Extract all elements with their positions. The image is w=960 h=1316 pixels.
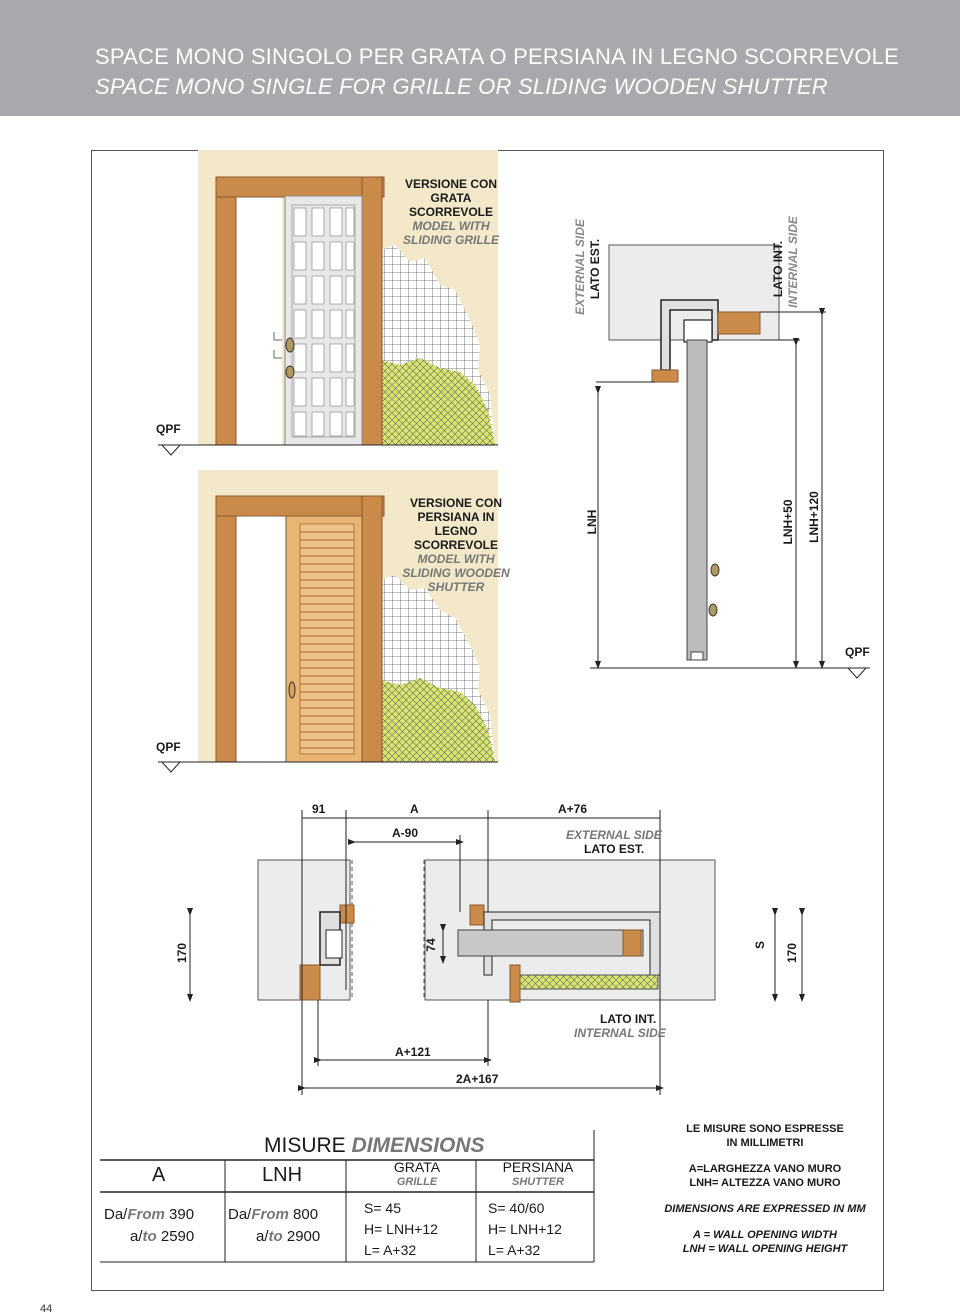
dim-91: 91 — [312, 802, 326, 816]
dim-a-121: A+121 — [395, 1045, 431, 1059]
grata-l: L= A+32 — [364, 1242, 417, 1258]
col-header-grata-en: GRILLE — [396, 1176, 438, 1188]
dim-lnh-50: LNH+50 — [781, 499, 795, 545]
lnh-from-en: From — [251, 1206, 289, 1223]
notes-block: LE MISURE SONO ESPRESSE IN MILLIMETRI A=… — [650, 1122, 880, 1256]
lnh-from-label: Da/ — [228, 1206, 252, 1223]
shutter-model-en3: SHUTTER — [427, 580, 485, 594]
dim-a: A — [410, 802, 419, 816]
section-internal-side: INTERNAL SIDE — [786, 216, 800, 308]
shutter-model-label: VERSIONE CON PERSIANA IN LEGNO SCORREVOL… — [396, 496, 516, 594]
dimension-table-grid — [100, 1130, 595, 1263]
col-header-grata: GRATA GRILLE — [352, 1160, 482, 1190]
dimensions-table: MISURE DIMENSIONS A LNH GRATA GRILLE PER… — [100, 1130, 594, 1262]
note-it4: LNH= ALTEZZA VANO MURO — [689, 1177, 841, 1189]
a-to: a/to 2590 — [130, 1228, 194, 1245]
page-header: SPACE MONO SINGOLO PER GRATA O PERSIANA … — [0, 0, 960, 116]
grille-model-line1: VERSIONE CON — [404, 177, 497, 191]
note-en1: DIMENSIONS ARE EXPRESSED IN MM — [664, 1203, 866, 1215]
col-header-grata-it: GRATA — [393, 1159, 441, 1175]
dim-a-90: A-90 — [392, 826, 419, 840]
grille-model-label: VERSIONE CON GRATA SCORREVOLE MODEL WITH… — [396, 177, 506, 247]
plan-internal-side: INTERNAL SIDE — [574, 1026, 666, 1040]
lnh-to: a/to 2900 — [256, 1228, 320, 1245]
dim-74: 74 — [424, 938, 438, 952]
note-it2: IN MILLIMETRI — [726, 1137, 804, 1149]
dim-170-right: 170 — [785, 942, 799, 964]
a-from: Da/From 390 — [104, 1206, 194, 1223]
table-title-misure: MISURE — [264, 1134, 346, 1157]
lnh-to-label: a/ — [256, 1228, 269, 1245]
qpf-label-2: QPF — [156, 740, 181, 754]
section-lato-est: LATO EST. — [588, 238, 602, 300]
persiana-values: S= 40/60 H= LNH+12 L= A+32 — [488, 1198, 562, 1261]
lnh-to-en: to — [268, 1228, 283, 1245]
a-to-value: 2590 — [160, 1228, 195, 1245]
grata-values: S= 45 H= LNH+12 L= A+32 — [364, 1198, 438, 1261]
plan-external-side: EXTERNAL SIDE — [566, 828, 662, 842]
grata-h: H= LNH+12 — [364, 1221, 438, 1237]
notes-definitions-en: A = WALL OPENING WIDTH LNH = WALL OPENIN… — [650, 1228, 880, 1256]
dim-a-76: A+76 — [558, 802, 588, 816]
a-to-label: a/ — [130, 1228, 143, 1245]
plan-view — [187, 810, 805, 1095]
note-it3: A=LARGHEZZA VANO MURO — [688, 1163, 842, 1175]
shutter-model-en2: SLIDING WOODEN — [402, 566, 510, 580]
notes-units: LE MISURE SONO ESPRESSE IN MILLIMETRI — [650, 1122, 880, 1150]
col-header-persiana: PERSIANA SHUTTER — [478, 1160, 598, 1190]
grille-model-en2: SLIDING GRILLE — [403, 233, 499, 247]
qpf-label-3: QPF — [845, 645, 870, 659]
a-from-en: From — [127, 1206, 165, 1223]
page-number: 44 — [40, 1303, 53, 1315]
note-en2: A = WALL OPENING WIDTH — [693, 1229, 837, 1241]
grata-s: S= 45 — [364, 1200, 401, 1216]
section-lato-int: LATO INT. — [771, 240, 785, 298]
grille-model-line2: GRATA — [430, 191, 472, 205]
lnh-to-value: 2900 — [286, 1228, 321, 1245]
shutter-model-en1: MODEL WITH — [417, 552, 495, 566]
persiana-l: L= A+32 — [488, 1242, 541, 1258]
lnh-from-value: 800 — [293, 1206, 319, 1223]
persiana-h: H= LNH+12 — [488, 1221, 562, 1237]
shutter-model-line3: LEGNO — [434, 524, 478, 538]
a-to-en: to — [142, 1228, 157, 1245]
lnh-from: Da/From 800 — [228, 1206, 318, 1223]
plan-lato-est: LATO EST. — [584, 842, 645, 856]
title-english: SPACE MONO SINGLE FOR GRILLE OR SLIDING … — [95, 74, 828, 99]
col-header-persiana-en: SHUTTER — [512, 1176, 564, 1188]
dim-lnh: LNH — [585, 509, 599, 535]
shutter-model-line2: PERSIANA IN — [417, 510, 495, 524]
vertical-section — [590, 244, 870, 679]
qpf-label-1: QPF — [156, 422, 181, 436]
section-external-side: EXTERNAL SIDE — [573, 219, 587, 315]
shutter-elevation — [158, 470, 498, 773]
a-from-value: 390 — [169, 1206, 195, 1223]
shutter-model-line1: VERSIONE CON — [409, 496, 502, 510]
col-header-persiana-it: PERSIANA — [502, 1159, 574, 1175]
dim-170-left: 170 — [175, 942, 189, 964]
grille-model-line3: SCORREVOLE — [408, 205, 493, 219]
note-en3: LNH = WALL OPENING HEIGHT — [682, 1243, 848, 1255]
col-header-lnh: LNH — [262, 1164, 303, 1186]
plan-lato-int: LATO INT. — [600, 1012, 657, 1026]
persiana-s: S= 40/60 — [488, 1200, 545, 1216]
shutter-model-line4: SCORREVOLE — [413, 538, 498, 552]
a-from-label: Da/ — [104, 1206, 128, 1223]
notes-definitions-it: A=LARGHEZZA VANO MURO LNH= ALTEZZA VANO … — [650, 1162, 880, 1190]
col-header-a: A — [152, 1164, 166, 1186]
table-title: MISURE DIMENSIONS — [264, 1134, 485, 1158]
table-title-dimensions: DIMENSIONS — [351, 1134, 485, 1157]
note-it1: LE MISURE SONO ESPRESSE — [686, 1123, 844, 1135]
dim-s: S — [753, 941, 767, 950]
grille-model-en1: MODEL WITH — [412, 219, 490, 233]
notes-en-units: DIMENSIONS ARE EXPRESSED IN MM — [650, 1202, 880, 1216]
dim-2a-167: 2A+167 — [456, 1072, 499, 1086]
grille-elevation — [158, 150, 498, 456]
dim-lnh-120: LNH+120 — [807, 491, 821, 543]
title-italian: SPACE MONO SINGOLO PER GRATA O PERSIANA … — [95, 44, 899, 69]
